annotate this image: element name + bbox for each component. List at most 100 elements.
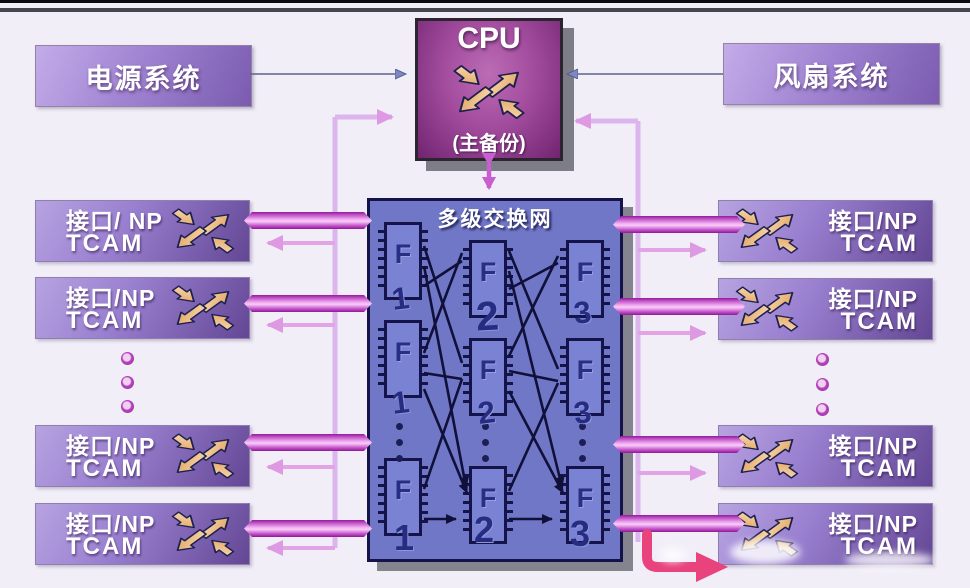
chip-pins <box>420 328 428 390</box>
bus-right-4 <box>613 515 745 532</box>
chip-pins <box>560 248 568 310</box>
chip-pins <box>505 248 513 310</box>
card-label-tcam: TCAM <box>66 533 144 560</box>
fabric-ellipsis-dot <box>579 455 586 462</box>
fabric-title: 多级交换网 <box>437 208 553 231</box>
swap-arrows-icon <box>731 430 803 482</box>
stage-number: 1 <box>394 517 415 558</box>
card-label-tcam: TCAM <box>840 230 918 257</box>
chip-letter: F <box>576 355 594 385</box>
stage-number: 2 <box>474 292 500 340</box>
chip-letter: F <box>394 475 412 505</box>
line-card-left-4: 接口/NP TCAM <box>35 503 250 565</box>
chip-letter: F <box>479 355 497 385</box>
line-card-left-1: 接口/ NP TCAM <box>35 200 250 262</box>
swap-arrows-icon <box>167 430 239 482</box>
line-card-left-2: 接口/NP TCAM <box>35 277 250 339</box>
card-label-np: 接口/NP <box>828 511 918 537</box>
card-label-np: 接口/NP <box>828 208 918 234</box>
chip-pins <box>602 248 610 310</box>
power-system-box: 电源系统 <box>35 45 252 107</box>
chip-pins <box>463 346 471 408</box>
chip-letter: F <box>576 483 594 513</box>
card-label-np: 接口/NP <box>66 285 156 311</box>
fabric-ellipsis-dot <box>396 455 403 462</box>
card-label-tcam: TCAM <box>66 307 144 334</box>
fabric-ellipsis-dot <box>482 455 489 462</box>
card-label-np: 接口/NP <box>828 286 918 312</box>
fan-system-box: 风扇系统 <box>723 43 940 105</box>
fabric-ellipsis-dot <box>482 439 489 446</box>
power-system-label: 电源系统 <box>85 63 202 94</box>
fabric-chip-s1r3: F <box>378 458 428 536</box>
chip-pins <box>560 346 568 408</box>
fabric-ellipsis-dot <box>579 423 586 430</box>
chip-pins <box>602 474 610 536</box>
bus-right-3 <box>613 436 745 453</box>
chip-letter: F <box>479 257 497 287</box>
fabric-ellipsis-dot <box>396 439 403 446</box>
chip-pins <box>378 328 386 390</box>
swap-arrows-icon <box>731 205 803 257</box>
frame-top-line-2 <box>0 8 970 12</box>
bus-left-2 <box>244 295 372 312</box>
fabric-ellipsis-dot <box>482 423 489 430</box>
ellipsis-dot <box>121 400 134 413</box>
ellipsis-dot <box>816 378 829 391</box>
ellipsis-dot <box>121 352 134 365</box>
bus-right-1 <box>613 216 745 233</box>
cpu-box: CPU (主备份) <box>415 18 563 161</box>
bus-left-4 <box>244 520 372 537</box>
swap-arrows-icon <box>167 205 239 257</box>
ellipsis-dot <box>121 376 134 389</box>
line-card-left-3: 接口/NP TCAM <box>35 425 250 487</box>
swap-arrows-icon <box>448 61 530 123</box>
fan-system-label: 风扇系统 <box>773 61 890 92</box>
card-label-np: 接口/NP <box>66 511 156 537</box>
swap-arrows-icon <box>167 282 239 334</box>
chip-letter: F <box>394 239 412 269</box>
stage-number: 2 <box>474 509 495 550</box>
cpu-sublabel: (主备份) <box>452 133 526 155</box>
line-card-right-3: 接口/NP TCAM <box>718 425 933 487</box>
bus-left-3 <box>244 434 372 451</box>
card-label-tcam: TCAM <box>66 230 144 257</box>
card-label-tcam: TCAM <box>66 455 144 482</box>
fabric-ellipsis-dot <box>579 439 586 446</box>
white-smudge <box>660 548 686 562</box>
chip-pins <box>378 230 386 292</box>
card-label-tcam: TCAM <box>840 455 918 482</box>
fabric-ellipsis-dot <box>396 423 403 430</box>
chip-pins <box>463 474 471 536</box>
chip-letter: F <box>576 257 594 287</box>
cpu-label: CPU <box>457 22 521 55</box>
switch-fabric-box: 多级交换网 F F F F F F <box>367 198 623 562</box>
frame-top-line <box>0 0 970 3</box>
chip-pins <box>420 466 428 528</box>
chip-pins <box>505 346 513 408</box>
white-smudge <box>845 552 935 568</box>
fabric-chip-s3r1: F <box>560 240 610 318</box>
card-label-tcam: TCAM <box>840 308 918 335</box>
chip-pins <box>505 474 513 536</box>
swap-arrows-icon <box>167 508 239 560</box>
fabric-chip-s2r3: F <box>463 466 513 544</box>
card-label-np: 接口/NP <box>828 433 918 459</box>
line-card-right-1: 接口/NP TCAM <box>718 200 933 262</box>
fabric-chip-s3r3: F <box>560 466 610 544</box>
white-smudge <box>730 540 800 564</box>
line-card-right-2: 接口/NP TCAM <box>718 278 933 340</box>
chip-pins <box>420 230 428 292</box>
chip-pins <box>463 248 471 310</box>
chip-pins <box>602 346 610 408</box>
ellipsis-dot <box>816 403 829 416</box>
ellipsis-dot <box>816 353 829 366</box>
bus-right-2 <box>613 298 745 315</box>
bus-left-1 <box>244 212 372 229</box>
card-label-np: 接口/ NP <box>66 208 163 234</box>
fabric-chip-s3r2: F <box>560 338 610 416</box>
stage-number: 3 <box>570 513 591 554</box>
chip-letter: F <box>479 483 497 513</box>
chip-pins <box>560 474 568 536</box>
